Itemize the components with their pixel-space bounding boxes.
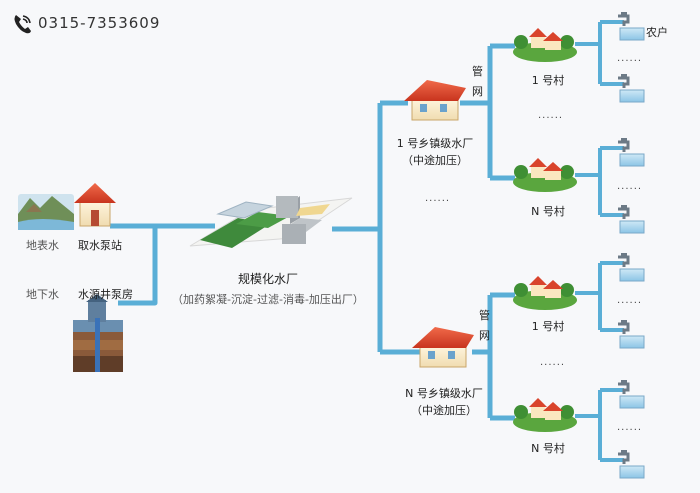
village-icon xyxy=(513,276,577,310)
town-plant-1-pipe-label: 管网 xyxy=(472,65,487,98)
village-n-label: N 号村 xyxy=(531,205,565,218)
main-plant-label: 规模化水厂 xyxy=(237,272,299,286)
intake-station-label: 取水泵站 xyxy=(78,239,122,252)
ellipsis-villages-2: ...... xyxy=(540,357,566,368)
village-icon xyxy=(513,398,577,432)
village-1b-label: 1 号村 xyxy=(531,320,565,333)
household-tap-icon xyxy=(618,74,645,103)
town-plant-1-icon xyxy=(404,80,466,121)
village-icons xyxy=(513,28,577,432)
household-tap-icon xyxy=(618,138,645,167)
ellipsis-households-3: ...... xyxy=(617,295,643,306)
town-plant-1-note: （中途加压） xyxy=(402,154,468,167)
household-tap-icon xyxy=(618,450,645,479)
village-icon xyxy=(513,158,577,192)
well-pump-house-label: 水源井泵房 xyxy=(78,288,133,301)
phone-number: 0315-7353609 xyxy=(38,14,161,32)
household-tap-icon xyxy=(618,12,645,41)
main-plant-icon xyxy=(189,196,353,248)
village-nb-label: N 号村 xyxy=(531,442,565,455)
pipe-network xyxy=(110,43,515,421)
surface-water-scene-icon xyxy=(18,194,74,230)
household-tap-icon xyxy=(618,320,645,349)
ellipsis-towns: ...... xyxy=(425,193,451,204)
village-1-label: 1 号村 xyxy=(531,74,565,87)
ellipsis-households-2: ...... xyxy=(617,181,643,192)
town-plant-n-pipe-label: 管网 xyxy=(479,309,494,342)
household-pipes xyxy=(575,20,624,462)
town-plant-n-label: N 号乡镇级水厂 xyxy=(405,387,483,400)
well-pump-house-icon xyxy=(73,294,123,372)
village-icon xyxy=(513,28,577,62)
household-tap-icon xyxy=(618,205,645,234)
town-plant-n-note: （中途加压） xyxy=(411,404,477,417)
household-taps xyxy=(618,12,645,479)
household-label: 农户 xyxy=(646,26,668,39)
ellipsis-households-4: ...... xyxy=(617,422,643,433)
surface-water-label: 地表水 xyxy=(26,239,59,252)
town-plant-n-icon xyxy=(412,327,474,368)
main-plant-process: （加药絮凝-沉淀-过滤-消毒-加压出厂） xyxy=(172,293,364,306)
town-plant-1-label: 1 号乡镇级水厂 xyxy=(396,137,474,150)
intake-station-icon xyxy=(74,183,116,227)
ellipsis-villages-1: ...... xyxy=(538,110,564,121)
household-tap-icon xyxy=(618,380,645,409)
groundwater-label: 地下水 xyxy=(26,288,59,301)
pipe-well-to-plant xyxy=(118,226,158,306)
ellipsis-households-1: ...... xyxy=(617,53,643,64)
phone-icon xyxy=(14,15,31,34)
household-tap-icon xyxy=(618,253,645,282)
